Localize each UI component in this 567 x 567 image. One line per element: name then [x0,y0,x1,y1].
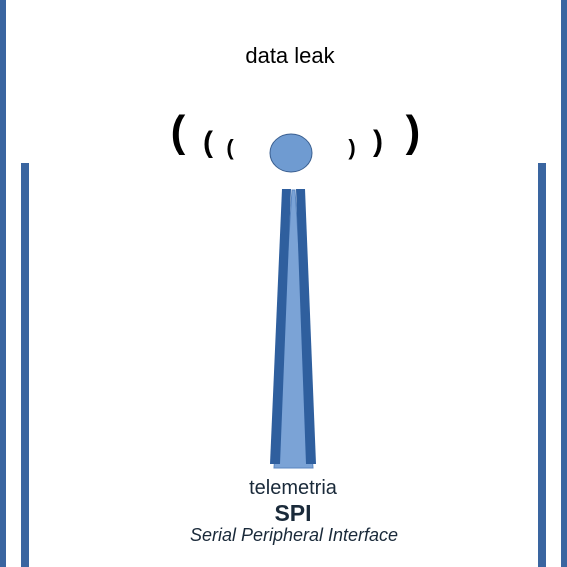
tower-leg-right [296,189,316,464]
antenna-tower-icon [269,133,316,469]
frame-bar-outer-left [0,0,6,567]
frame-bar-inner-left [21,163,29,567]
diagram-title: data leak [245,43,335,68]
interface-acronym: SPI [274,500,311,526]
signal-wave-right-inner: ) [348,135,355,160]
tower-leg-left [270,189,291,464]
signal-wave-left-middle: ( [203,126,213,159]
antenna-ball [269,133,313,173]
signal-wave-left-outer: ( [171,107,186,156]
signal-wave-right-middle: ) [373,125,383,158]
signal-wave-left-inner: ( [226,135,234,160]
frame-bar-outer-right [561,0,567,567]
signal-wave-right-outer: ) [406,107,421,156]
interface-full-name: Serial Peripheral Interface [190,525,398,545]
tower-label: telemetria [249,477,338,499]
frame-bar-inner-right [538,163,546,567]
signal-wave-icon: ( ( ( ) ) ) [171,107,421,160]
